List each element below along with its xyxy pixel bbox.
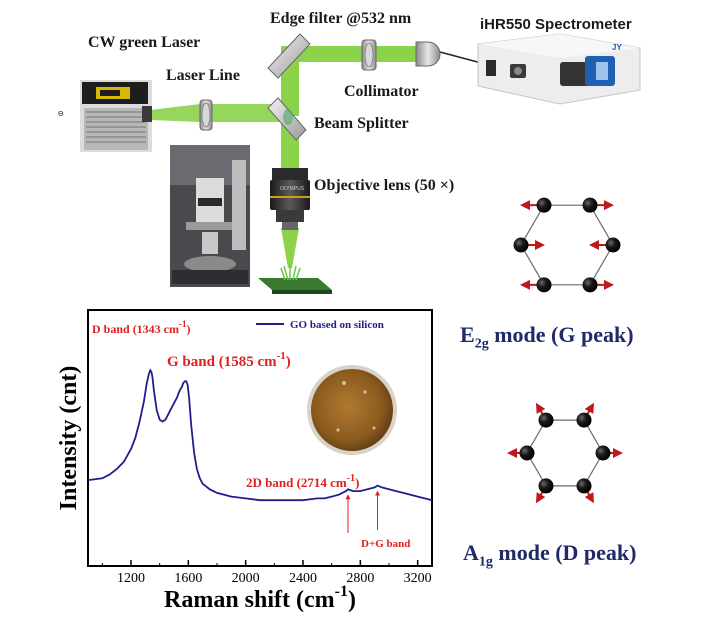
x-tick-label: 1200 (117, 571, 145, 586)
carbon-atom (576, 478, 592, 494)
sample-stage-icon (258, 264, 332, 294)
label-collimator: Collimator (344, 83, 419, 100)
fiber-connector-icon (415, 41, 441, 67)
carbon-atom (519, 445, 535, 461)
label-e2g-mode: E2g mode (G peak) (460, 322, 634, 352)
carbon-atom (582, 197, 598, 213)
annotation-dg-band: D+G band (361, 538, 410, 550)
edge-filter-mirror-icon (267, 33, 311, 79)
optical-setup: JY OLYMPUS (58, 33, 641, 294)
x-tick-label: 3200 (404, 571, 432, 586)
carbon-atom (576, 412, 592, 428)
label-cw-green-laser: CW green Laser (88, 34, 201, 51)
annotation-g-band: G band (1585 cm-1) (167, 350, 291, 370)
label-beam-splitter: Beam Splitter (314, 115, 409, 132)
label-laser-line: Laser Line (166, 67, 240, 84)
inset-wafer-photo (307, 365, 397, 455)
a1g-sub: 1g (478, 554, 493, 570)
beam-splitter-icon (267, 97, 307, 141)
label-objective-lens: Objective lens (50 ×) (314, 177, 455, 194)
x-tick-label: 2800 (346, 571, 374, 586)
carbon-atom (582, 277, 598, 293)
x-axis-title: Raman shift (cm-1) (164, 583, 356, 613)
carbon-atom (538, 478, 554, 494)
x-tick-label: 1600 (174, 571, 202, 586)
annotation-d-band: D band (1343 cm-1) (92, 319, 191, 336)
laser-side-mark: Θ (58, 110, 64, 118)
spectrometer-brand-label: JY (612, 43, 622, 52)
spectrometer-photo: JY (477, 33, 641, 105)
label-a1g-mode: A1g mode (D peak) (463, 540, 637, 570)
e2g-base: E (460, 322, 475, 347)
chart-legend: GO based on silicon (256, 319, 384, 331)
collimator-icon (361, 39, 377, 71)
a1g-rest: mode (D peak) (492, 540, 637, 565)
annotation-2d-band: 2D band (2714 cm-1) (246, 473, 359, 490)
e2g-sub: 2g (474, 336, 489, 352)
carbon-atom (605, 237, 621, 253)
a1g-mode-diagram (507, 402, 623, 504)
laser-beam-horizontal (150, 104, 290, 122)
e2g-rest: mode (G peak) (488, 322, 634, 347)
hexagon-bonds (526, 419, 604, 487)
laser-line-lens-icon (199, 99, 213, 131)
raman-chart: 1200 1600 2000 2400 2800 3200 GO based on sil… (56, 309, 433, 613)
carbon-atom (538, 412, 554, 428)
carbon-atom (536, 197, 552, 213)
carbon-atom (536, 277, 552, 293)
a1g-base: A (463, 540, 479, 565)
objective-lens-icon: OLYMPUS (270, 168, 310, 230)
y-axis-title: Intensity (cnt) (56, 366, 82, 511)
e2g-mode-diagram (513, 197, 621, 293)
label-spectrometer: iHR550 Spectrometer (480, 16, 632, 33)
series-line-go-on-silicon (87, 368, 433, 502)
label-edge-filter: Edge filter @532 nm (270, 10, 412, 27)
svg-text:OLYMPUS: OLYMPUS (280, 186, 305, 192)
carbon-atom (595, 445, 611, 461)
laser-photo (80, 80, 152, 152)
laser-beam-vertical-upper (281, 56, 299, 116)
microscope-photo (170, 145, 250, 287)
carbon-atom (513, 237, 529, 253)
legend-label: GO based on silicon (290, 319, 384, 331)
laser-beam-focus (281, 228, 299, 268)
x-tick-label: 2000 (232, 571, 260, 586)
x-tick-label: 2400 (289, 571, 317, 586)
laser-beam-top-horizontal (281, 46, 421, 62)
